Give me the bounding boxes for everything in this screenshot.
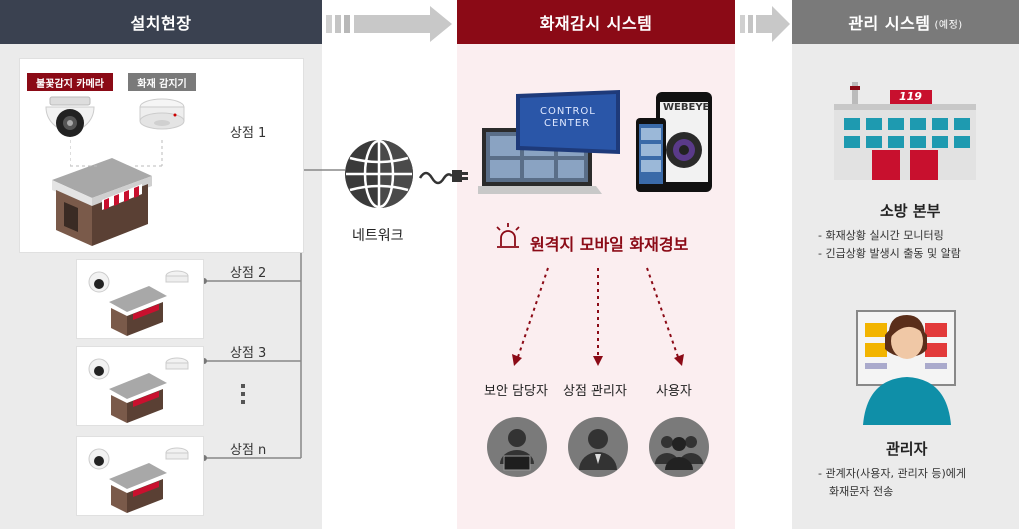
fire-station-sign: 119 — [899, 90, 922, 103]
store-building-icon — [88, 270, 189, 336]
administrator-bullet: 화재문자 전송 — [829, 485, 894, 498]
role-label-security: 보안 담당자 — [484, 384, 548, 399]
remote-mobile-fire-alert-title: 원격지 모바일 화재경보 — [530, 235, 689, 254]
fire-hq-title: 소방 본부 — [880, 202, 941, 220]
siren-alarm-icon — [496, 223, 520, 248]
device-connector-lines — [70, 140, 163, 167]
header-title: 관리 시스템 — [848, 14, 931, 33]
tag-label: 화재 감지기 — [137, 78, 187, 90]
store-building-icon — [88, 357, 189, 423]
dome-camera-icon — [45, 96, 95, 137]
smoke-detector-tag: 화재 감지기 — [128, 73, 196, 91]
administrator-title: 관리자 — [886, 440, 928, 458]
control-center-devices — [478, 90, 712, 194]
store-n-card — [76, 436, 204, 516]
control-center-text: CENTER — [544, 118, 591, 129]
administrator-bullet: - 관계자(사용자, 관리자 등)에게 — [818, 467, 966, 480]
role-label-store-manager: 상점 관리자 — [563, 384, 627, 399]
store-2-card — [76, 259, 204, 339]
tag-label: 불꽃감지 카메라 — [36, 78, 104, 90]
flow-arrow-icon — [326, 6, 452, 42]
ellipsis-vertical-icon — [240, 384, 246, 408]
header-title: 화재감시 시스템 — [539, 14, 653, 33]
header-title: 설치현장 — [130, 14, 192, 33]
store-building-icon — [52, 158, 152, 246]
management-system-panel — [792, 0, 1019, 529]
fire-hq-bullet: - 긴급상황 발생시 출동 및 알람 — [818, 247, 961, 260]
security-officer-icon — [487, 417, 547, 477]
store-manager-icon — [568, 417, 628, 477]
store-label: 상점 3 — [230, 346, 267, 361]
network-label: 네트워크 — [352, 228, 404, 244]
installation-site-header: 설치현장 — [0, 0, 322, 44]
store-label: 상점 n — [230, 443, 267, 458]
role-label-user: 사용자 — [656, 384, 692, 399]
fire-station-icon — [834, 82, 976, 180]
store-3-card — [76, 346, 204, 426]
users-group-icon — [649, 417, 709, 477]
store-label: 상점 1 — [230, 126, 267, 141]
control-center-text: CONTROL — [540, 106, 596, 117]
store-label: 상점 2 — [230, 266, 267, 281]
globe-icon — [345, 139, 413, 209]
flame-camera-tag: 불꽃감지 카메라 — [27, 73, 113, 91]
fire-monitoring-header: 화재감시 시스템 — [457, 0, 735, 44]
fire-hq-bullet: - 화재상황 실시간 모니터링 — [818, 229, 944, 242]
store-building-icon — [88, 447, 189, 513]
administrator-icon — [856, 310, 956, 425]
management-system-header: 관리 시스템(예정) — [792, 0, 1019, 44]
app-brand-text: WEBEYE — [663, 102, 710, 113]
flow-arrow-icon — [740, 6, 790, 42]
smoke-detector-icon — [139, 98, 185, 130]
header-subtitle: (예정) — [934, 20, 963, 31]
